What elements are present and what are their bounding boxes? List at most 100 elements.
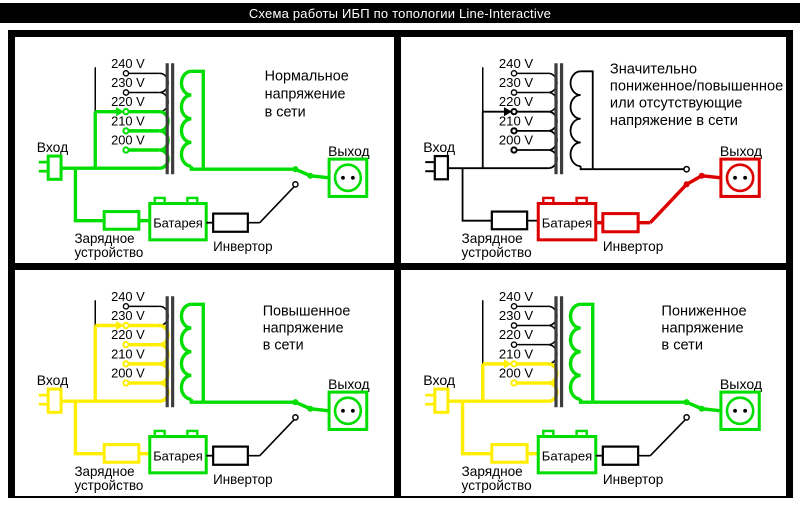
charger-label-line1: Зарядное xyxy=(461,231,522,246)
caption-line: Пониженное xyxy=(661,303,746,319)
inverter-label: Инвертор xyxy=(213,239,272,254)
input-label: Вход xyxy=(37,372,68,388)
inverter-open-line xyxy=(259,417,296,457)
charger-box xyxy=(102,443,141,464)
transfer-switch xyxy=(247,166,330,224)
tap-label: 220 V xyxy=(498,94,533,109)
inverter-open-line xyxy=(259,184,296,224)
charger-label-line1: Зарядное xyxy=(74,231,134,246)
tap-terminal xyxy=(122,341,130,349)
tap-label: 240 V xyxy=(111,56,145,71)
tap-label: 200 V xyxy=(498,366,533,381)
input-label: Вход xyxy=(423,372,455,388)
tap-label: 210 V xyxy=(111,113,145,128)
caption-line: в сети xyxy=(265,105,306,121)
tap-selector-arrow xyxy=(482,107,512,117)
output-block: Выход xyxy=(718,376,762,432)
mains-wiring xyxy=(60,399,160,456)
tap-terminal xyxy=(122,303,130,310)
transformer-primary xyxy=(122,303,170,403)
tap-terminal xyxy=(122,321,130,330)
caption-line: в сети xyxy=(661,338,703,354)
caption-line: напряжение xyxy=(263,321,344,337)
caption-line: напряжение в сети xyxy=(609,113,737,129)
tap-selector-arrow xyxy=(95,107,124,117)
tap-terminal xyxy=(509,108,518,116)
transformer-secondary xyxy=(179,302,296,404)
inverter-open-line xyxy=(649,417,687,457)
switch-to-socket-wire xyxy=(701,174,721,180)
caption-line: или отсутствующие xyxy=(609,96,742,112)
input-block: Вход xyxy=(423,139,455,181)
charger-box xyxy=(489,443,529,464)
charger-label-line1: Зарядное xyxy=(461,464,522,479)
tap-terminal xyxy=(510,303,517,310)
tap-label: 220 V xyxy=(498,327,533,342)
title-bar: Схема работы ИБП по топологии Line-Inter… xyxy=(0,3,800,23)
transformer-core xyxy=(553,296,563,408)
battery-label: Батарея xyxy=(541,216,591,231)
tap-label: 200 V xyxy=(111,132,145,147)
tap-terminal xyxy=(510,341,517,349)
tap-label: 240 V xyxy=(498,56,533,71)
input-plug-icon xyxy=(38,154,63,181)
battery-box xyxy=(148,435,208,475)
switch-to-socket-wire xyxy=(310,174,330,180)
caption-line: напряжение xyxy=(265,86,346,102)
battery-block: Батарея xyxy=(148,429,208,475)
caption-line: Повышенное xyxy=(263,303,351,319)
tap-label: 240 V xyxy=(498,289,533,304)
input-label: Вход xyxy=(423,139,455,155)
inverter-contact-open xyxy=(292,414,299,421)
mains-contact-open xyxy=(682,165,690,173)
charger-label-line1: Зарядное xyxy=(74,464,134,479)
tap-terminal xyxy=(510,69,517,77)
charger-label-line2: устройство xyxy=(74,245,143,260)
output-label: Выход xyxy=(719,376,761,392)
charger-label-line2: устройство xyxy=(461,478,531,493)
charger-box xyxy=(490,210,528,231)
battery-block: Батарея xyxy=(148,196,208,242)
tap-label: 210 V xyxy=(111,346,145,361)
input-block: Вход xyxy=(423,372,455,414)
tap-terminal xyxy=(510,89,517,96)
tap-label: 230 V xyxy=(111,308,145,323)
battery-label: Батарея xyxy=(153,216,203,231)
inverter-label: Инвертор xyxy=(602,239,662,254)
inverter-label: Инвертор xyxy=(213,472,272,487)
charger-label-line2: устройство xyxy=(74,478,143,493)
battery-block: Батарея xyxy=(536,429,597,475)
switch-to-socket-wire xyxy=(701,407,721,413)
tap-terminal xyxy=(509,379,518,387)
inverter-label: Инвертор xyxy=(602,472,662,487)
battery-label: Батарея xyxy=(541,449,591,464)
output-socket-icon xyxy=(327,390,369,432)
caption-line: Нормальное xyxy=(265,68,349,84)
input-plug-icon xyxy=(38,387,63,414)
transfer-switch xyxy=(637,399,721,457)
tap-selector-arrow xyxy=(482,359,512,369)
tap-terminal xyxy=(122,108,130,116)
inverter-box xyxy=(212,212,249,233)
diagram-title: Схема работы ИБП по топологии Line-Inter… xyxy=(248,5,552,21)
inverter-contact-open xyxy=(682,414,690,421)
input-block: Вход xyxy=(37,372,68,414)
tap-terminal xyxy=(510,322,517,329)
battery-box xyxy=(536,201,597,242)
tap-terminal xyxy=(122,69,130,77)
inverter-block: Инвертор xyxy=(595,212,663,254)
output-label: Выход xyxy=(328,143,370,159)
tap-label: 220 V xyxy=(111,94,145,109)
